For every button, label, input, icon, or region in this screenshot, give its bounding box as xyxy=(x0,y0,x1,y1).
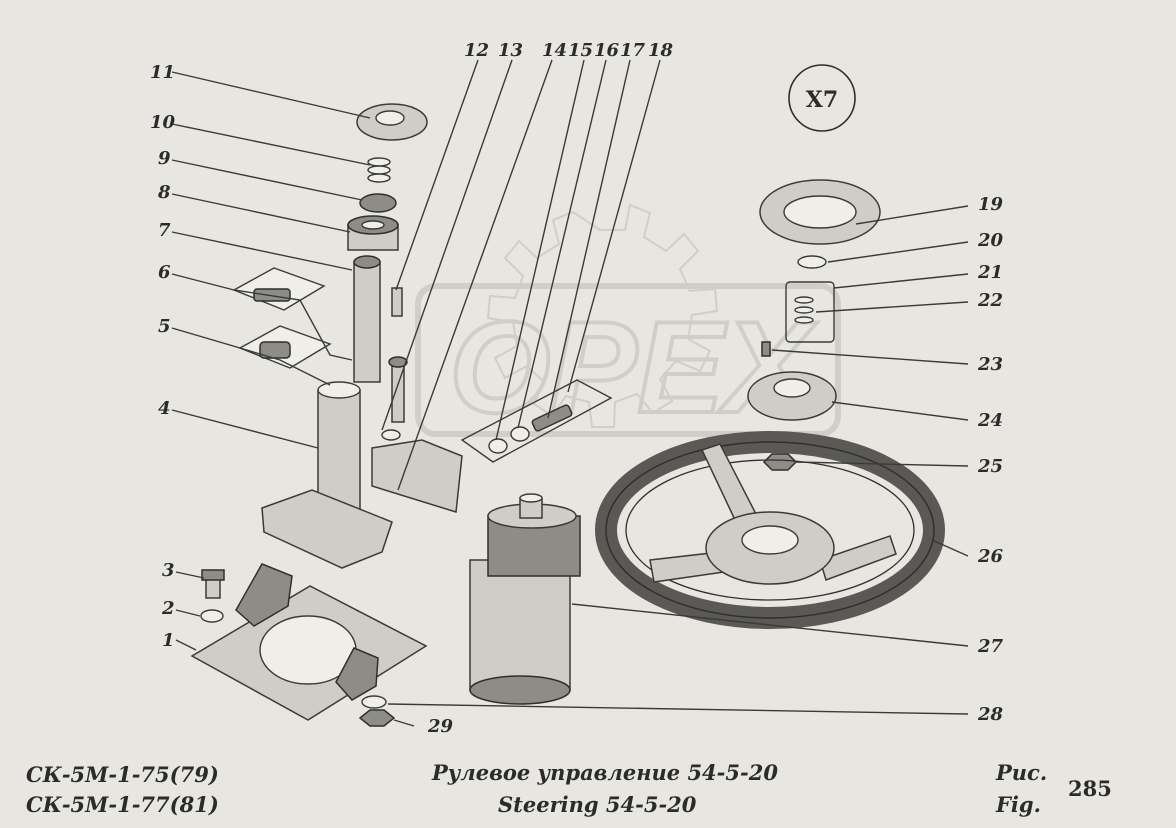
part-8-bearing xyxy=(347,215,399,251)
model-line-2: СК-5М-1-77(81) xyxy=(26,792,219,817)
watermark-frame xyxy=(415,283,841,437)
callout-26: 26 xyxy=(977,546,1004,567)
part-6-bolt xyxy=(232,267,326,311)
callout-12: 12 xyxy=(464,40,489,61)
callout-20: 20 xyxy=(977,230,1004,251)
part-15-washer xyxy=(510,426,530,442)
part-2-washer xyxy=(200,609,224,623)
callout-22: 22 xyxy=(977,290,1003,311)
callout-1: 1 xyxy=(162,630,175,651)
part-12-clip xyxy=(391,287,403,317)
section-badge: X7 xyxy=(788,64,856,132)
callout-19: 19 xyxy=(978,194,1004,215)
part-9-ring xyxy=(359,193,397,213)
part-bolt-box xyxy=(460,379,613,463)
callout-11: 11 xyxy=(150,62,175,83)
callout-2: 2 xyxy=(161,598,175,619)
title-russian: Рулевое управление 54-5-20 xyxy=(432,760,778,785)
figure-number: 285 xyxy=(1068,776,1112,801)
watermark-logo-text: OPEX xyxy=(449,294,818,440)
callout-14: 14 xyxy=(542,40,567,61)
base-assembly xyxy=(190,563,428,727)
callout-16: 16 xyxy=(594,40,620,61)
part-22-spring xyxy=(794,296,814,324)
part-23-screw xyxy=(761,341,771,357)
part-bracket-plate xyxy=(371,439,463,513)
part-base-bracket xyxy=(235,563,293,627)
part-10-spring xyxy=(367,157,391,183)
model-line-1: СК-5М-1-75(79) xyxy=(26,762,219,787)
part-29-nut xyxy=(358,709,396,727)
callout-27: 27 xyxy=(977,636,1004,657)
figure-label-ru: Рис. xyxy=(996,760,1048,785)
callout-8: 8 xyxy=(157,182,171,203)
figure-label-en: Fig. xyxy=(996,792,1041,817)
part-27-hydraulic-unit xyxy=(469,493,581,705)
part-26-steering-wheel xyxy=(595,431,945,629)
leader-lines xyxy=(171,59,969,727)
callout-13: 13 xyxy=(498,40,523,61)
section-badge-label: X7 xyxy=(806,87,838,113)
watermark: OPEX xyxy=(415,203,841,442)
part-24-hub xyxy=(747,371,837,421)
callout-21: 21 xyxy=(977,262,1003,283)
part-4-column xyxy=(261,381,393,569)
callout-17: 17 xyxy=(620,40,646,61)
callout-23: 23 xyxy=(977,354,1003,375)
part-3-bolt xyxy=(201,569,225,599)
callout-7: 7 xyxy=(158,220,171,241)
part-14-washer xyxy=(488,438,508,454)
callout-25: 25 xyxy=(977,456,1003,477)
callout-18: 18 xyxy=(648,40,674,61)
part-7-shaft xyxy=(353,255,381,383)
callout-3: 3 xyxy=(162,560,175,581)
callout-5: 5 xyxy=(158,316,171,337)
part-25-nut xyxy=(762,453,798,471)
callout-labels: 11 10 9 8 7 6 5 4 3 2 1 12 13 14 15 16 1… xyxy=(150,40,1004,737)
part-21-spring-frame xyxy=(785,281,835,343)
part-28-washer xyxy=(361,695,387,709)
callout-28: 28 xyxy=(977,704,1004,725)
callout-10: 10 xyxy=(150,112,176,133)
part-5-bolt xyxy=(238,325,332,369)
callout-24: 24 xyxy=(977,410,1003,431)
callout-9: 9 xyxy=(158,148,171,169)
column-parts xyxy=(232,103,613,569)
title-english: Steering 54-5-20 xyxy=(498,792,697,817)
callout-4: 4 xyxy=(158,398,171,419)
part-20-disc xyxy=(797,255,827,269)
callout-15: 15 xyxy=(568,40,593,61)
callout-29: 29 xyxy=(427,716,454,737)
callout-6: 6 xyxy=(158,262,171,283)
wheel-hub-parts xyxy=(747,179,881,471)
